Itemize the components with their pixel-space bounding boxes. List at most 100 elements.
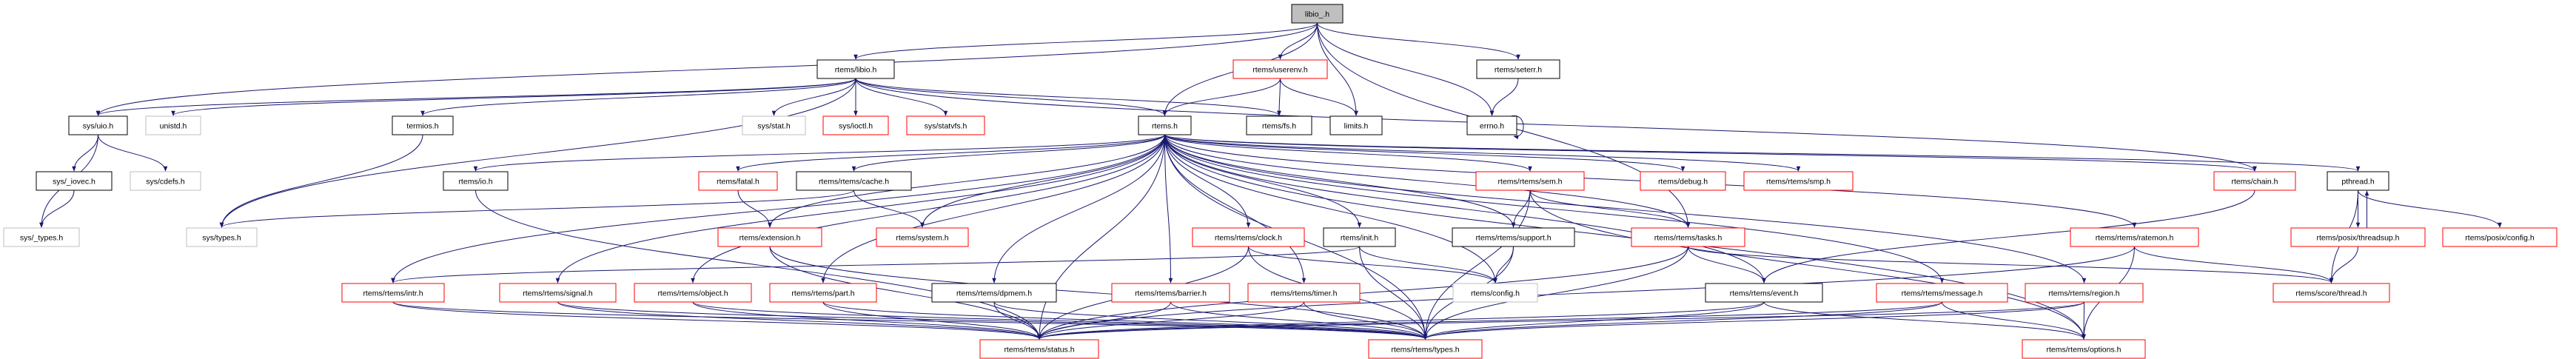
- node-rtems-rtems-object-h[interactable]: rtems/rtems/object.h: [634, 283, 752, 303]
- edge-rtems-rtems-event-h-to-rtems-rtems-options-h: [1763, 301, 2086, 340]
- node-box: [2327, 171, 2389, 191]
- node-rtems-posix-threadsup-h[interactable]: rtems/posix/threadsup.h: [2290, 227, 2426, 247]
- node-pthread-h[interactable]: pthread.h: [2327, 171, 2389, 191]
- node-rtems-seterr-h[interactable]: rtems/seterr.h: [1476, 59, 1560, 79]
- node-label: rtems/posix/config.h: [2465, 234, 2535, 243]
- node-label: rtems/rtems/part.h: [791, 289, 854, 298]
- node-label: rtems/seterr.h: [1495, 66, 1542, 75]
- node-box: [1246, 115, 1312, 135]
- node-box: [1111, 283, 1230, 303]
- node-box: [742, 115, 806, 135]
- node-rtems-rtems-intr-h[interactable]: rtems/rtems/intr.h: [341, 283, 445, 303]
- edge-rtems-posix-threadsup-h-to-rtems-score-thread-h: [2329, 246, 2358, 283]
- edge-rtems-rtems-signal-h-to-rtems-rtems-types-h: [557, 301, 1427, 340]
- node-sys-statvfs-h[interactable]: sys/statvfs.h: [906, 115, 985, 135]
- node-rtems-rtems-cache-h[interactable]: rtems/rtems/cache.h: [796, 171, 912, 191]
- edge-rtems-init-h-to-rtems-rtems-types-h: [1359, 246, 1428, 340]
- node-label: rtems/libio.h: [835, 66, 877, 75]
- node-rtems-debug-h[interactable]: rtems/debug.h: [1640, 171, 1726, 191]
- edge-rtems-rtems-object-h-to-rtems-rtems-status-h: [692, 301, 1042, 340]
- node-rtems-rtems-region-h[interactable]: rtems/rtems/region.h: [2025, 283, 2144, 303]
- node-rtems-posix-config-h[interactable]: rtems/posix/config.h: [2442, 227, 2557, 247]
- node-rtems-h[interactable]: rtems.h: [1138, 115, 1192, 135]
- node-label: rtems/rtems/region.h: [2048, 289, 2119, 298]
- node-rtems-rtems-event-h[interactable]: rtems/rtems/event.h: [1705, 283, 1823, 303]
- edge-rtems-rtems-message-h-to-rtems-rtems-options-h: [1942, 301, 2086, 340]
- node-rtems-rtems-timer-h[interactable]: rtems/rtems/timer.h: [1247, 283, 1361, 303]
- node-label: rtems/rtems/signal.h: [523, 289, 593, 298]
- node-rtems-score-thread-h[interactable]: rtems/score/thread.h: [2273, 283, 2390, 303]
- edge-rtems-extension-h-to-rtems-rtems-status-h: [769, 246, 1042, 340]
- node-rtems-system-h[interactable]: rtems/system.h: [876, 227, 969, 247]
- node-rtems-rtems-options-h[interactable]: rtems/rtems/options.h: [2022, 339, 2146, 359]
- node-label: rtems/rtems/event.h: [1730, 289, 1799, 298]
- node-rtems-userenv-h[interactable]: rtems/userenv.h: [1232, 59, 1328, 79]
- node-box: [1452, 227, 1575, 247]
- node-termios-h[interactable]: termios.h: [392, 115, 454, 135]
- node-rtems-rtems-ratemon-h[interactable]: rtems/rtems/ratemon.h: [2070, 227, 2199, 247]
- edge-rtems-extension-h-to-rtems-rtems-types-h: [769, 246, 1428, 340]
- node-rtems-rtems-barrier-h[interactable]: rtems/rtems/barrier.h: [1111, 283, 1230, 303]
- node-label: sys/ioctl.h: [839, 122, 873, 131]
- node-rtems-extension-h[interactable]: rtems/extension.h: [717, 227, 822, 247]
- node-label: rtems/io.h: [458, 178, 492, 187]
- edge-rtems-rtems-sem-h-to-rtems-rtems-options-h: [1529, 189, 2086, 340]
- node-rtems-fs-h[interactable]: rtems/fs.h: [1246, 115, 1312, 135]
- node-rtems-rtems-part-h[interactable]: rtems/rtems/part.h: [769, 283, 877, 303]
- node-box: [634, 283, 752, 303]
- edge-termios-h-to-sys-types-h: [219, 134, 423, 228]
- node-sys-uio-h[interactable]: sys/uio.h: [68, 115, 128, 135]
- edge-rtems-rtems-tasks-h-to-rtems-rtems-types-h: [1423, 246, 1688, 340]
- node-label: rtems/rtems/cache.h: [819, 178, 889, 187]
- edge-rtems-h-to-rtems-rtems-object-h: [691, 134, 1165, 283]
- edge-rtems-rtems-sem-h-to-rtems-rtems-tasks-h: [1529, 189, 1691, 228]
- node-rtems-rtems-signal-h[interactable]: rtems/rtems/signal.h: [499, 283, 617, 303]
- node-rtems-io-h[interactable]: rtems/io.h: [443, 171, 509, 191]
- node-sys-iovec-h[interactable]: sys/_iovec.h: [36, 171, 113, 191]
- edge-rtems-init-h-to-rtems-config-h: [1359, 246, 1497, 283]
- node-box: [1323, 227, 1396, 247]
- node-rtems-rtems-status-h[interactable]: rtems/rtems/status.h: [979, 339, 1099, 359]
- node-box: [392, 115, 454, 135]
- node-label: sys/cdefs.h: [146, 178, 185, 187]
- node-label: rtems/rtems/sem.h: [1498, 178, 1563, 187]
- node-rtems-init-h[interactable]: rtems/init.h: [1323, 227, 1396, 247]
- node-label: rtems/rtems/message.h: [1902, 289, 1983, 298]
- node-rtems-rtems-dpmem-h[interactable]: rtems/rtems/dpmem.h: [931, 283, 1057, 303]
- node-rtems-rtems-clock-h[interactable]: rtems/rtems/clock.h: [1192, 227, 1305, 247]
- node-box: [979, 339, 1099, 359]
- edge-rtems-h-to-rtems-rtems-smp-h: [1164, 134, 1801, 172]
- node-box: [822, 115, 889, 135]
- edge-rtems-h-to-rtems-rtems-part-h: [821, 134, 1165, 283]
- node-rtems-fatal-h[interactable]: rtems/fatal.h: [698, 171, 778, 191]
- edge-rtems-h-to-rtems-chain-h: [1164, 134, 2257, 172]
- node-rtems-rtems-support-h[interactable]: rtems/rtems/support.h: [1452, 227, 1575, 247]
- node-rtems-chain-h[interactable]: rtems/chain.h: [2213, 171, 2296, 191]
- edge-rtems-h-to-rtems-rtems-message-h: [1164, 134, 1945, 283]
- edge-rtems-h-to-rtems-extension-h: [768, 134, 1165, 228]
- node-rtems-rtems-types-h[interactable]: rtems/rtems/types.h: [1368, 339, 1483, 359]
- node-unistd-h: unistd.h: [145, 115, 201, 135]
- node-rtems-rtems-message-h[interactable]: rtems/rtems/message.h: [1876, 283, 2008, 303]
- edge-rtems-rtems-event-h-to-rtems-rtems-status-h: [1037, 301, 1765, 340]
- node-box: [1192, 227, 1305, 247]
- edge-rtems-h-to-rtems-rtems-cache-h: [851, 134, 1165, 172]
- node-label: rtems/rtems/object.h: [657, 289, 728, 298]
- node-label: unistd.h: [160, 122, 187, 131]
- node-label: termios.h: [406, 122, 438, 131]
- node-rtems-rtems-smp-h[interactable]: rtems/rtems/smp.h: [1743, 171, 1854, 191]
- node-errno-h[interactable]: errno.h: [1466, 115, 1517, 135]
- node-rtems-rtems-sem-h[interactable]: rtems/rtems/sem.h: [1475, 171, 1585, 191]
- edge-rtems-h-to-rtems-rtems-intr-h: [391, 134, 1165, 283]
- edge-rtems-rtems-region-h-to-rtems-rtems-types-h: [1423, 301, 2084, 340]
- node-rtems-libio-h[interactable]: rtems/libio.h: [816, 59, 895, 79]
- node-label: rtems/rtems/barrier.h: [1135, 289, 1207, 298]
- node-limits-h[interactable]: limits.h: [1329, 115, 1383, 135]
- edge-rtems-rtems-intr-h-to-rtems-rtems-status-h: [392, 301, 1042, 340]
- edge-rtems-h-to-rtems-rtems-status-h: [1037, 134, 1165, 340]
- node-box: [68, 115, 128, 135]
- node-sys-ioctl-h[interactable]: sys/ioctl.h: [822, 115, 889, 135]
- edge-libio-h-to-errno-h: [1317, 22, 1495, 116]
- node-rtems-rtems-tasks-h[interactable]: rtems/rtems/tasks.h: [1631, 227, 1745, 247]
- node-label: rtems/rtems/dpmem.h: [956, 289, 1032, 298]
